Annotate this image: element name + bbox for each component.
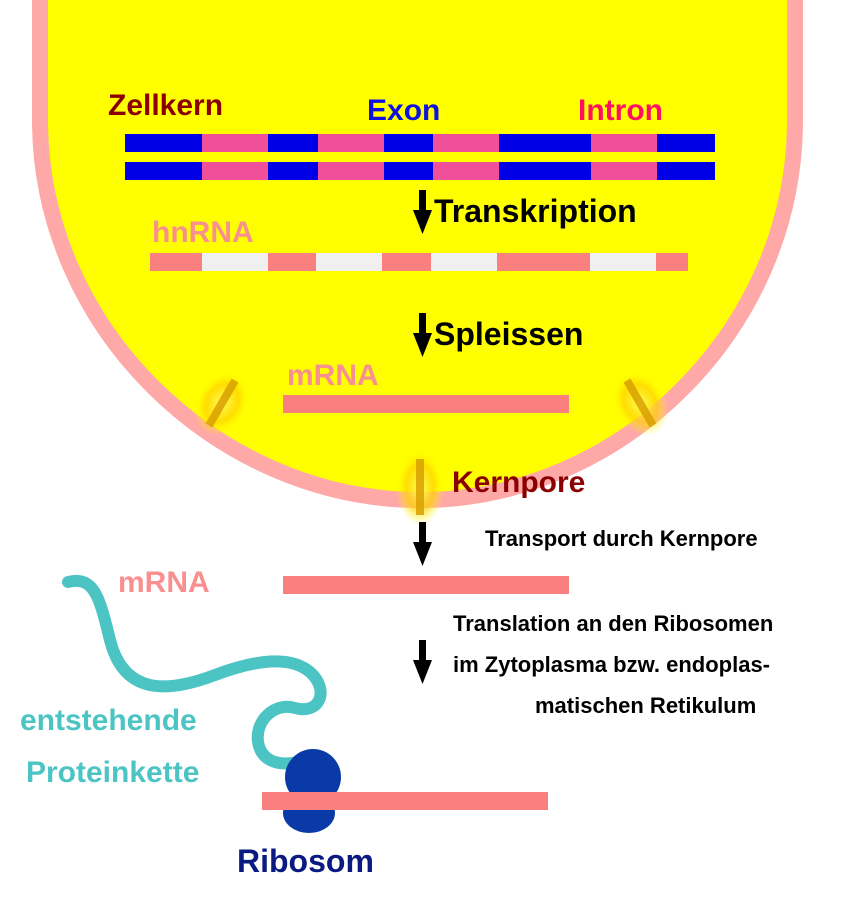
- ribosom-label: Ribosom: [237, 843, 374, 879]
- dna-strand-top: [125, 134, 715, 152]
- arrow-transport: [413, 522, 432, 566]
- arrow-spleissen: [413, 313, 432, 357]
- nuclear-pore-left: [193, 370, 251, 436]
- transport-label: Transport durch Kernpore: [485, 526, 758, 551]
- spleissen-label: Spleissen: [434, 316, 583, 352]
- hnrna-label: hnRNA: [152, 216, 254, 249]
- mrna-cytoplasm-label: mRNA: [118, 566, 210, 599]
- mrna-nucleus-label: mRNA: [287, 359, 379, 392]
- translation-label-line-3: matischen Retikulum: [535, 693, 756, 718]
- zellkern-label: Zellkern: [108, 89, 223, 122]
- intron-label: Intron: [578, 94, 663, 127]
- mrna-strand-ribosome: [262, 792, 548, 810]
- ribosome: [283, 749, 341, 833]
- protein-label-line-2: Proteinkette: [26, 756, 199, 789]
- dna-strand-bottom: [125, 162, 715, 180]
- protein-label-line-1: entstehende: [20, 704, 197, 737]
- translation-label-line-1: Translation an den Ribosomen: [453, 611, 773, 636]
- arrow-translation: [413, 640, 432, 684]
- nuclear-pore-right: [611, 370, 669, 436]
- nuclear-pore-bottom: [396, 449, 444, 525]
- nucleus: [32, 0, 803, 509]
- exon-label: Exon: [367, 94, 440, 127]
- mrna-strand-nucleus: [283, 395, 569, 413]
- translation-label-line-2: im Zytoplasma bzw. endoplas-: [453, 652, 770, 677]
- transkription-label: Transkription: [434, 193, 637, 229]
- arrow-transkription: [413, 190, 432, 234]
- hnrna-strand: [150, 253, 688, 271]
- protein-chain: [62, 574, 327, 770]
- mrna-strand-cytoplasm: [283, 576, 569, 594]
- kernpore-label: Kernpore: [452, 466, 585, 499]
